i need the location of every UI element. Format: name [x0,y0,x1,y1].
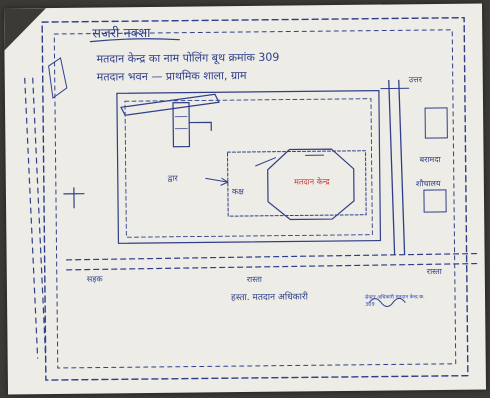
hand-pump-spout [188,121,212,131]
path-label-right: रास्ता [426,266,442,277]
right-wall-1 [388,79,396,256]
signature-line: हस्ता. मतदान अधिकारी [230,292,309,304]
polling-room [227,150,367,217]
signature-scribble [368,297,406,308]
hand-pump-handle [120,93,220,116]
compound-boundary [116,89,382,244]
road-label-left: सड़क [86,274,103,284]
map-drawing [24,16,478,381]
north-label: उत्तर [408,75,422,85]
officer-stamp: सेक्टर अधिकारी मतदान केन्द्र क्र. 309 [365,294,425,308]
verandah-label: बरामदा [419,154,441,165]
door-label: द्वार [167,173,178,183]
polling-booth-octagon [267,148,355,221]
right-box-2 [423,189,447,213]
right-wall-2 [398,79,406,255]
bottom-road-2 [66,262,478,271]
outer-border [41,16,469,381]
left-road-line-1 [24,77,39,359]
compound-inner [124,98,373,238]
polling-centre-label: मतदान केन्द्र [294,177,330,187]
left-road-line-2 [32,77,47,359]
title-underline [89,38,180,43]
polling-building-line: मतदान भवन — प्राथमिक शाला, ग्राम [96,68,247,84]
path-label-center: रास्ता [246,274,262,284]
bottom-road-1 [66,252,478,261]
polling-station-line: मतदान केन्द्र का नाम पोलिंग बूथ क्रमांक … [96,50,280,66]
inner-border [53,29,457,369]
scanned-sheet: सजरी नक्शा मतदान केन्द्र का नाम पोलिंग ब… [3,3,487,395]
toilet-label: शौचालय [415,178,441,189]
corner-sketch [48,57,68,99]
left-room-label: कक्ष [231,187,244,197]
hand-pump-body [172,101,191,148]
map-title: सजरी नक्शा [92,25,151,42]
right-box-1 [424,107,448,139]
